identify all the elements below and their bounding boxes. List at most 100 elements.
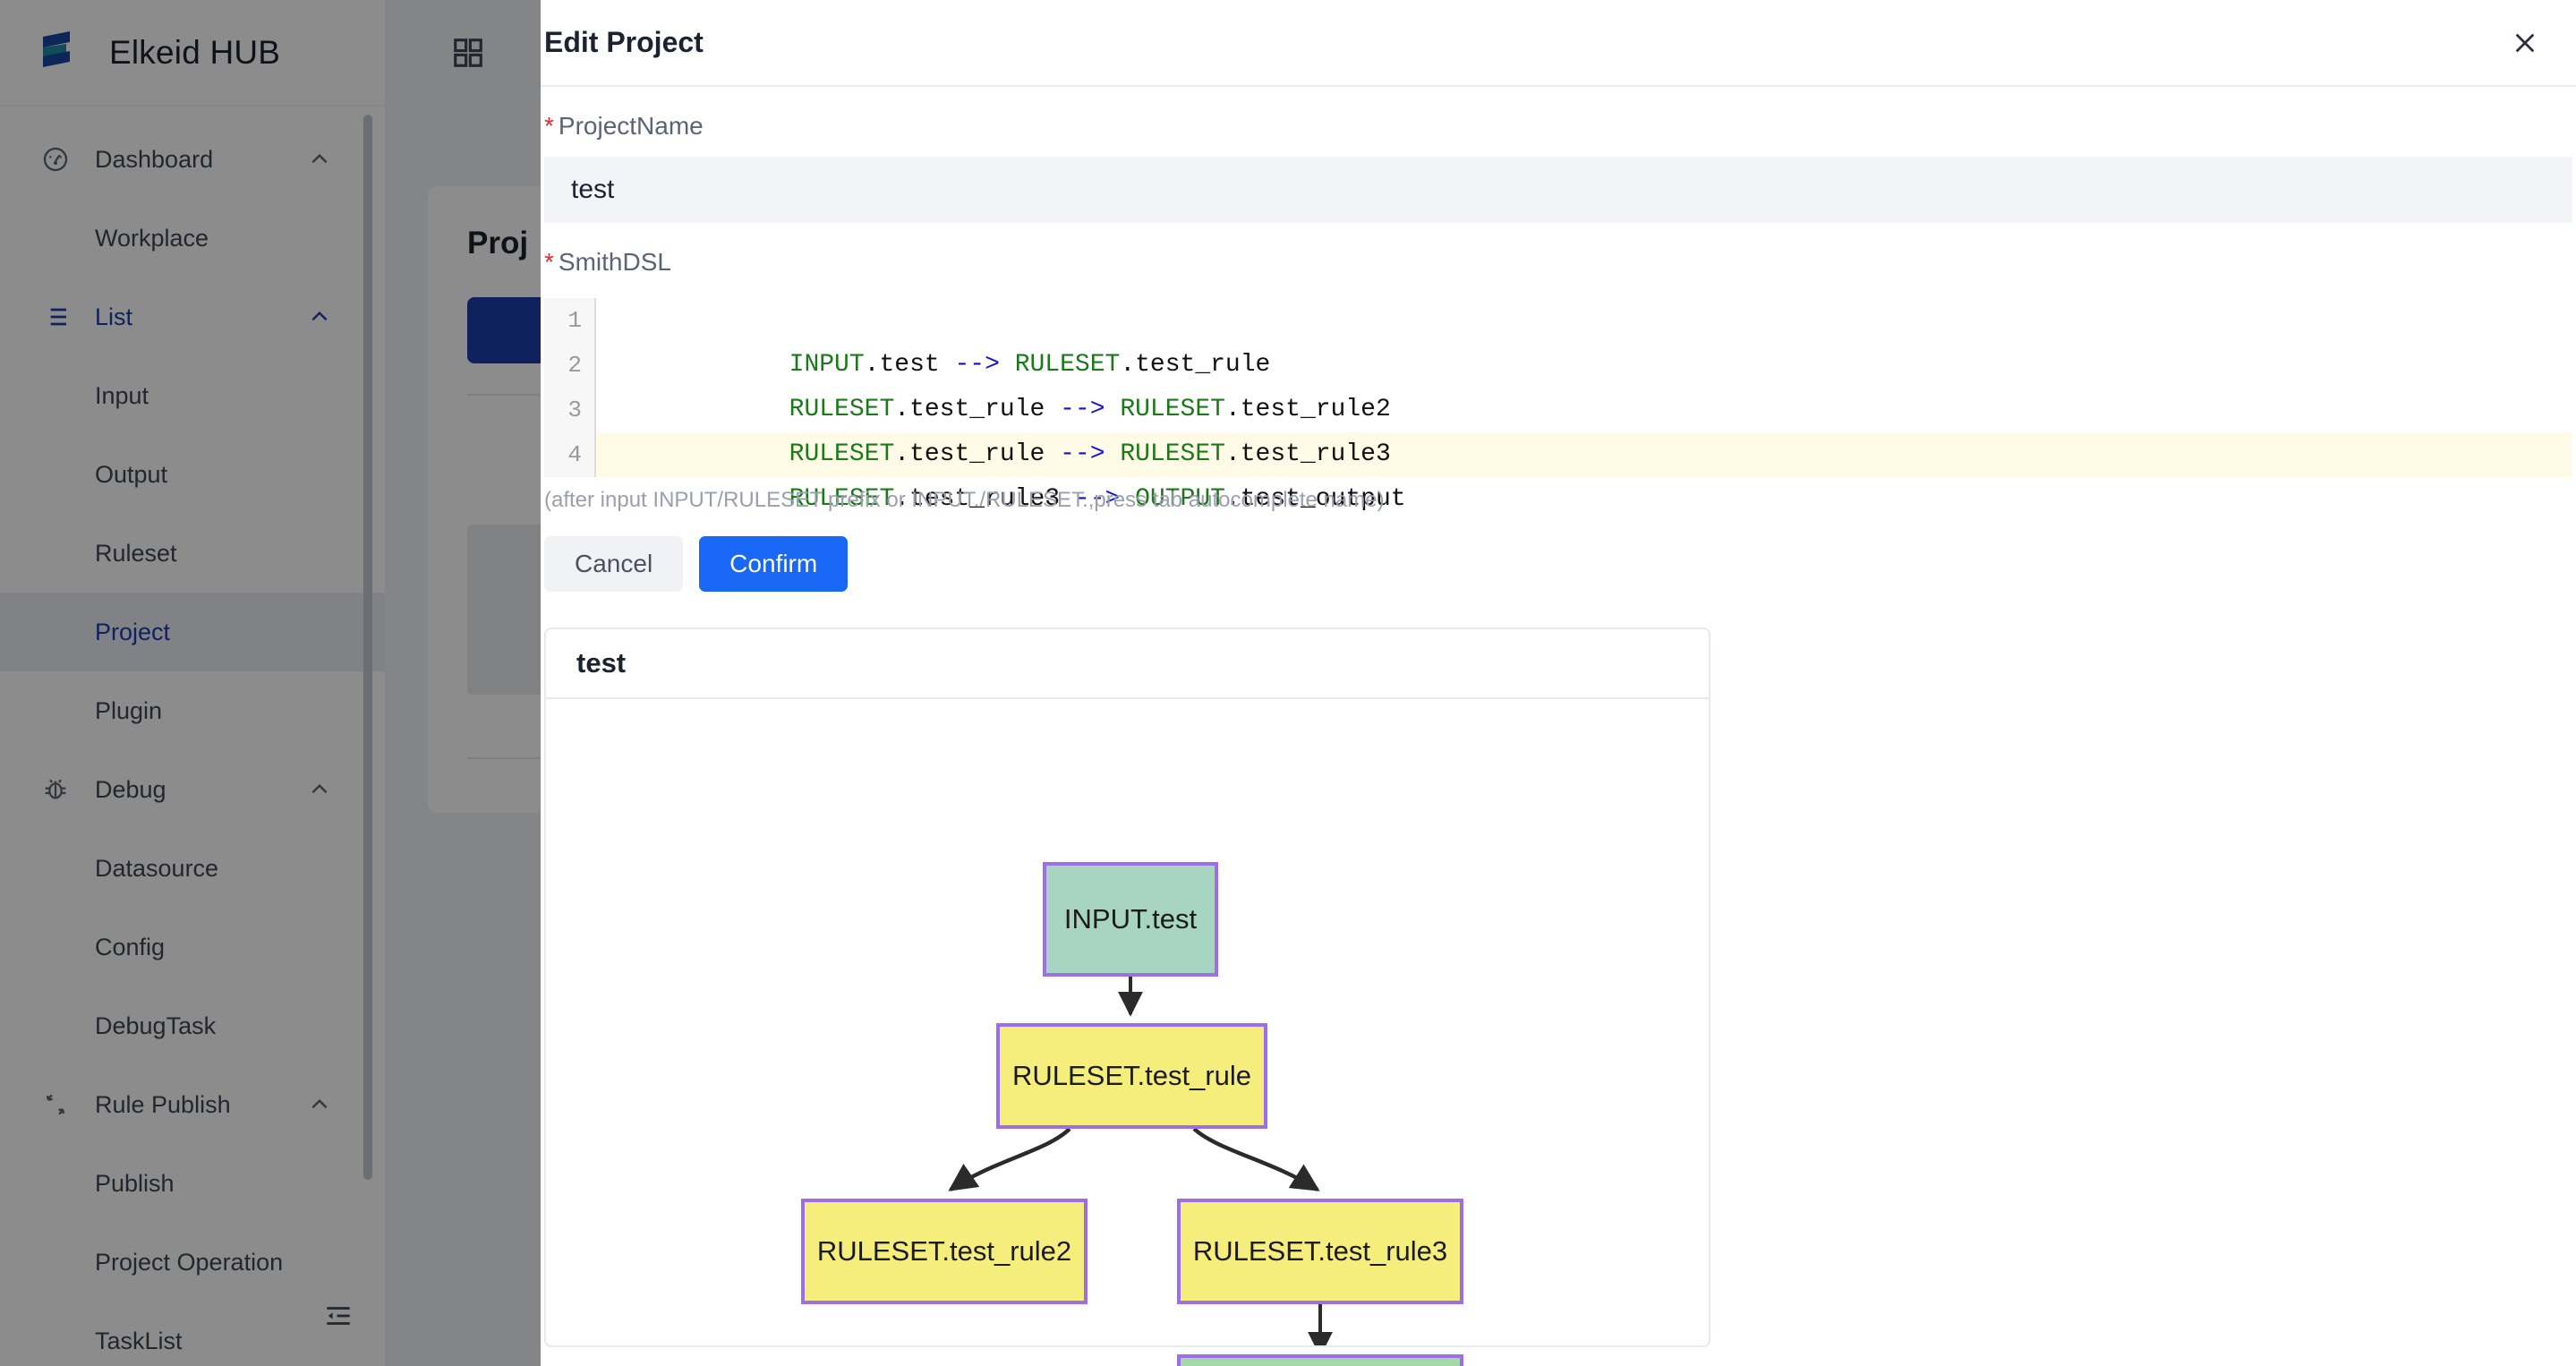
token-arrow: --> xyxy=(1045,396,1121,423)
sidebar-group-dashboard[interactable]: Dashboard xyxy=(0,120,385,199)
sync-icon xyxy=(39,1089,72,1121)
sidebar-group-label: Dashboard xyxy=(95,145,214,173)
sidebar-item-label: Output xyxy=(95,460,168,488)
required-marker: * xyxy=(544,248,554,276)
chevron-up-icon xyxy=(308,778,331,801)
sidebar-menu: Dashboard Workplace L xyxy=(0,106,385,1366)
sidebar-item-label: Datasource xyxy=(95,854,219,882)
graph-node-output[interactable]: OUTPUT.test_output xyxy=(1177,1354,1463,1366)
chevron-up-icon xyxy=(308,305,331,329)
graph-canvas[interactable]: INPUT.test RULESET.test_rule RULESET.tes… xyxy=(546,699,1709,1366)
sidebar-item-tasklist[interactable]: TaskList xyxy=(0,1302,385,1366)
sidebar-item-output[interactable]: Output xyxy=(0,435,385,514)
label-text: SmithDSL xyxy=(558,248,671,276)
sidebar-group-list[interactable]: List xyxy=(0,277,385,356)
token-node-name: .test_rule3 xyxy=(1224,440,1391,468)
sidebar-item-plugin[interactable]: Plugin xyxy=(0,671,385,750)
sidebar-item-label: Publish xyxy=(95,1169,175,1197)
graph-node-label: INPUT.test xyxy=(1063,903,1198,935)
token-node-name: .test_rule xyxy=(1120,351,1271,379)
bug-icon xyxy=(39,773,72,806)
sidebar-scrollbar[interactable] xyxy=(363,115,372,1180)
sidebar-item-debugtask[interactable]: DebugTask xyxy=(0,986,385,1065)
close-icon[interactable] xyxy=(2504,22,2546,64)
smithdsl-code-editor[interactable]: 1 2 3 4 INPUT.test --> RULESET.test_rule… xyxy=(544,293,2572,513)
smithdsl-label: * SmithDSL xyxy=(544,223,2572,277)
sidebar: Elkeid HUB Dashboard xyxy=(0,0,385,1366)
sidebar-item-label: Plugin xyxy=(95,696,163,724)
required-marker: * xyxy=(544,112,554,140)
token-node-name: .test_rule2 xyxy=(1224,396,1391,423)
sidebar-item-workplace[interactable]: Workplace xyxy=(0,199,385,277)
sidebar-item-project[interactable]: Project xyxy=(0,593,385,671)
list-icon xyxy=(39,301,72,333)
elkeid-logo-icon xyxy=(39,30,86,76)
token-node-name: .test_rule xyxy=(894,440,1045,468)
edit-project-modal: Edit Project * ProjectName test * SmithD… xyxy=(541,0,2576,1366)
sidebar-item-label: TaskList xyxy=(95,1327,183,1354)
token-node-type: INPUT xyxy=(789,351,865,379)
graph-node-label: RULESET.test_rule xyxy=(1011,1060,1252,1091)
sidebar-group-label: Rule Publish xyxy=(95,1090,231,1118)
sidebar-item-publish[interactable]: Publish xyxy=(0,1144,385,1223)
sidebar-group-label: Debug xyxy=(95,775,166,803)
sidebar-item-label: Input xyxy=(95,381,149,409)
token-node-name: .test_rule3 xyxy=(894,485,1061,513)
modal-header: Edit Project xyxy=(541,0,2576,87)
token-node-name: .test_rule xyxy=(894,396,1045,423)
graph-node-label: RULESET.test_rule2 xyxy=(816,1235,1072,1267)
graph-preview-card: test INPUT.test RULESET xyxy=(544,628,1710,1366)
sidebar-item-label: Project Operation xyxy=(95,1248,284,1276)
sidebar-item-ruleset[interactable]: Ruleset xyxy=(0,514,385,593)
sidebar-group-rule-publish[interactable]: Rule Publish xyxy=(0,1065,385,1144)
token-node-type: OUTPUT xyxy=(1135,485,1225,513)
graph-node-label: RULESET.test_rule3 xyxy=(1192,1235,1448,1267)
chevron-up-icon xyxy=(308,1093,331,1116)
graph-card-title: test xyxy=(546,629,1709,699)
line-number-gutter: 1 2 3 4 xyxy=(544,298,596,477)
project-name-input[interactable]: test xyxy=(544,157,2572,223)
graph-node-ruleset-test-rule2[interactable]: RULESET.test_rule2 xyxy=(801,1199,1088,1304)
sidebar-group-debug[interactable]: Debug xyxy=(0,750,385,829)
dashboard-gauge-icon xyxy=(39,143,72,175)
page-title: Proj xyxy=(467,226,529,260)
code-lines[interactable]: INPUT.test --> RULESET.test_rule RULESET… xyxy=(596,298,2572,513)
line-number: 2 xyxy=(567,352,582,379)
line-number: 4 xyxy=(567,441,582,468)
chevron-up-icon xyxy=(308,148,331,171)
graph-node-ruleset-test-rule[interactable]: RULESET.test_rule xyxy=(996,1023,1267,1129)
token-node-name: .test xyxy=(864,351,940,379)
line-number: 3 xyxy=(567,397,582,423)
code-line[interactable]: RULESET.test_rule --> RULESET.test_rule2 xyxy=(596,343,2572,423)
brand-name: Elkeid HUB xyxy=(109,33,281,71)
brand-header: Elkeid HUB xyxy=(0,0,385,106)
token-node-type: RULESET xyxy=(789,485,895,513)
modal-actions: Cancel Confirm xyxy=(544,513,2572,592)
token-node-type: RULESET xyxy=(1120,396,1225,423)
sidebar-item-config[interactable]: Config xyxy=(0,908,385,986)
sidebar-item-label: Config xyxy=(95,933,166,960)
sidebar-group-label: List xyxy=(95,303,133,330)
sidebar-item-label: Project xyxy=(95,618,171,645)
background-topbar xyxy=(385,0,2576,106)
code-line[interactable]: INPUT.test --> RULESET.test_rule xyxy=(596,298,2572,379)
token-node-type: RULESET xyxy=(1120,440,1225,468)
sidebar-item-datasource[interactable]: Datasource xyxy=(0,829,385,908)
smithdsl-hint: (after input INPUT/RULESET prefix or INP… xyxy=(544,488,1385,512)
sidebar-item-input[interactable]: Input xyxy=(0,356,385,435)
sidebar-item-project-operation[interactable]: Project Operation xyxy=(0,1223,385,1302)
graph-node-ruleset-test-rule3[interactable]: RULESET.test_rule3 xyxy=(1177,1199,1463,1304)
appstore-grid-icon[interactable] xyxy=(451,36,485,70)
graph-edges xyxy=(948,977,1333,1345)
modal-body: * ProjectName test * SmithDSL 1 2 3 4 xyxy=(541,87,2576,1366)
cancel-button[interactable]: Cancel xyxy=(544,536,684,592)
graph-node-input[interactable]: INPUT.test xyxy=(1043,862,1218,977)
sidebar-item-label: Workplace xyxy=(95,224,209,252)
label-text: ProjectName xyxy=(558,112,704,140)
code-line-active[interactable]: RULESET.test_rule3 --> OUTPUT.test_outpu… xyxy=(596,432,2572,513)
token-node-type: RULESET xyxy=(789,440,895,468)
confirm-button[interactable]: Confirm xyxy=(699,536,849,592)
code-line[interactable]: RULESET.test_rule --> RULESET.test_rule3 xyxy=(596,388,2572,468)
menu-fold-icon[interactable] xyxy=(313,1291,363,1341)
modal-title: Edit Project xyxy=(544,26,704,58)
